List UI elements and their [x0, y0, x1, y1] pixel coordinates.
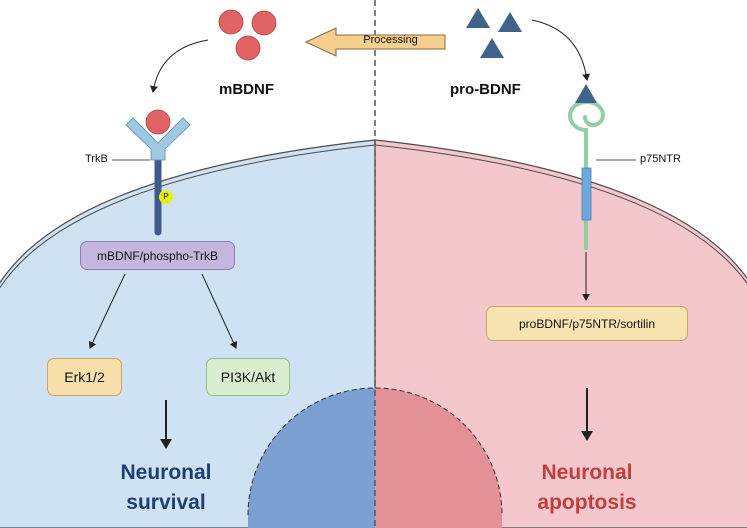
mbdnf-ball [251, 10, 277, 36]
pro-bdnf-triangle [480, 38, 504, 58]
p75ntr-label: p75NTR [640, 153, 681, 165]
survival-line-1: Neuronal [120, 461, 212, 484]
mbdnf-binding-arrow [149, 39, 209, 93]
pro-bdnf-label: pro-BDNF [450, 81, 521, 98]
nucleus [247, 387, 503, 528]
p75ntr-receptor [567, 84, 606, 250]
mbdnf-label: mBDNF [219, 81, 274, 98]
neuronal-survival-label: Neuronal survival [96, 458, 236, 518]
apoptosis-line-1: Neuronal [541, 461, 633, 484]
probdnf-complex-box: proBDNF/p75NTR/sortilin [486, 306, 688, 341]
phospho-marker-label: P [163, 192, 169, 201]
phospho-marker-icon [159, 190, 173, 204]
pi3k-akt-box: PI3K/Akt [206, 358, 290, 396]
arrow-to-erk [88, 273, 126, 349]
neuronal-apoptosis-label: Neuronal apoptosis [517, 458, 657, 518]
pro-bdnf-triangle [498, 12, 522, 32]
erk-box: Erk1/2 [47, 358, 122, 396]
trkb-receptor [125, 109, 191, 236]
mbdnf-ball [218, 9, 244, 35]
processing-label: Processing [363, 34, 418, 46]
processing-arrow [304, 27, 446, 57]
trkb-label: TrkB [85, 153, 108, 165]
apoptosis-line-2: apoptosis [537, 491, 637, 514]
survival-line-2: survival [126, 491, 206, 514]
mbdnf-ball [235, 35, 261, 61]
arrow-to-pi3k [201, 273, 238, 349]
mbdnf-trkb-complex-box: mBDNF/phospho-TrkB [80, 241, 235, 270]
pro-bdnf-binding-arrow [531, 19, 591, 81]
pro-bdnf-triangle [466, 8, 490, 28]
